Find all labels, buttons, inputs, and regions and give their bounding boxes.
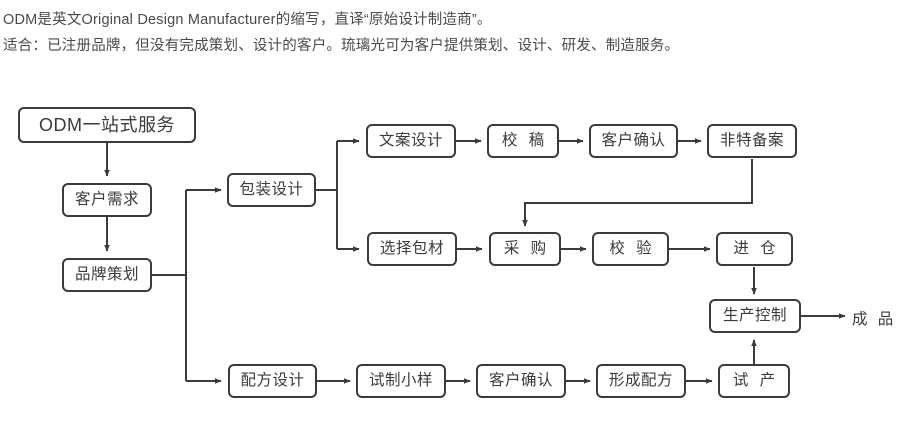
node-production-control[interactable]: 生产控制 — [709, 299, 801, 333]
node-copy-design[interactable]: 文案设计 — [366, 124, 456, 158]
node-non-special-filing[interactable]: 非特备案 — [707, 124, 797, 158]
node-trial-sample[interactable]: 试制小样 — [356, 364, 446, 398]
intro-line-1: ODM是英文Original Design Manufacturer的缩写，直译… — [3, 12, 492, 28]
node-package-design[interactable]: 包装设计 — [227, 173, 316, 207]
node-select-packaging-material[interactable]: 选择包材 — [367, 232, 457, 266]
node-odm-one-stop-service[interactable]: ODM一站式服务 — [18, 107, 196, 143]
node-formula-design[interactable]: 配方设计 — [228, 364, 317, 398]
node-warehouse-entry[interactable]: 进 仓 — [716, 232, 793, 266]
node-customer-requirement[interactable]: 客户需求 — [62, 183, 152, 217]
node-brand-planning[interactable]: 品牌策划 — [62, 258, 152, 292]
node-purchase[interactable]: 采 购 — [489, 232, 561, 266]
node-trial-production[interactable]: 试 产 — [718, 364, 790, 398]
label-finished-product: 成 品 — [852, 311, 897, 328]
intro-line-2: 适合：已注册品牌，但没有完成策划、设计的客户。琉璃光可为客户提供策划、设计、研发… — [3, 38, 680, 54]
edge-filing-to-purchase — [522, 159, 753, 227]
node-proofread[interactable]: 校 稿 — [487, 124, 559, 158]
node-form-formula[interactable]: 形成配方 — [596, 364, 686, 398]
node-customer-confirm-top[interactable]: 客户确认 — [589, 124, 678, 158]
node-customer-confirm-bottom[interactable]: 客户确认 — [476, 364, 566, 398]
node-inspection[interactable]: 校 验 — [592, 232, 669, 266]
